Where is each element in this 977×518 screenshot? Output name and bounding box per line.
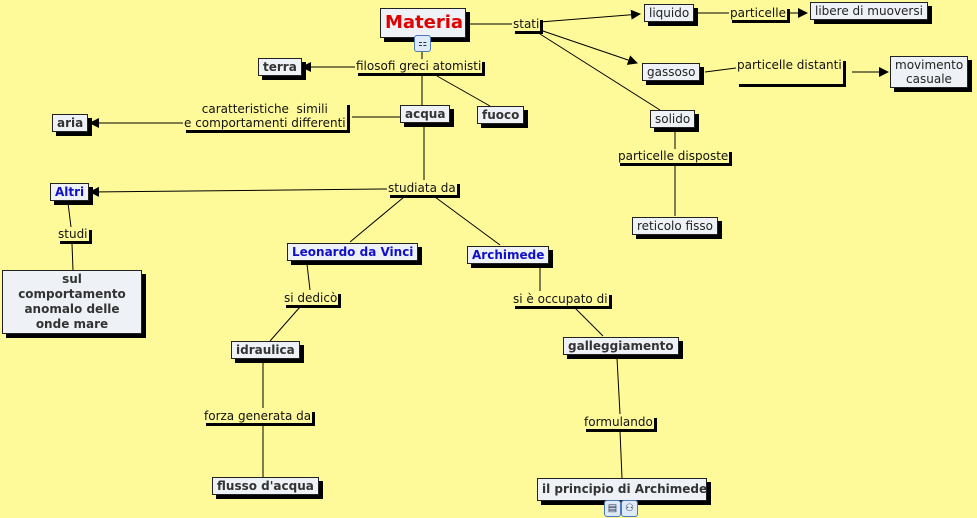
- concept-leonardo-da-vinci[interactable]: Leonardo da Vinci: [287, 243, 419, 261]
- concept-comportamento-onde[interactable]: sul comportamento anomalo delle onde mar…: [2, 270, 142, 334]
- link-particelle[interactable]: particelle: [729, 6, 787, 20]
- concept-movimento-casuale[interactable]: movimento casuale: [890, 56, 968, 88]
- concept-idraulica[interactable]: idraulica: [231, 341, 300, 359]
- concept-aria[interactable]: aria: [52, 114, 89, 132]
- concept-solido[interactable]: solido: [650, 110, 696, 128]
- link-filosofi-greci-atomisti[interactable]: filosofi greci atomisti: [355, 59, 483, 73]
- submap-icon[interactable]: ⚏: [414, 35, 431, 52]
- link-si-dedico[interactable]: si dedicò: [283, 291, 339, 305]
- concept-principio-di-archimede[interactable]: il principio di Archimede: [537, 478, 707, 501]
- concept-archimede[interactable]: Archimede: [467, 246, 550, 264]
- concept-galleggiamento[interactable]: galleggiamento: [563, 337, 679, 355]
- link-particelle-disposte[interactable]: particelle disposte: [617, 149, 730, 163]
- link-stati[interactable]: stati: [512, 17, 541, 31]
- concept-flusso-d-acqua[interactable]: flusso d'acqua: [212, 477, 319, 495]
- concept-gassoso[interactable]: gassoso: [642, 63, 701, 81]
- concept-altri[interactable]: Altri: [50, 183, 90, 201]
- document-icon[interactable]: ▤: [604, 500, 621, 517]
- link-line-1: caratteristiche simili: [201, 102, 328, 116]
- link-caratteristiche[interactable]: caratteristiche simili e comportamenti d…: [183, 102, 347, 130]
- concept-acqua[interactable]: acqua: [400, 105, 451, 123]
- concept-fuoco[interactable]: fuoco: [477, 106, 525, 124]
- concept-map-icon[interactable]: ⚇: [621, 500, 638, 517]
- concept-terra[interactable]: terra: [258, 58, 302, 76]
- link-particelle-distanti[interactable]: particelle distanti: [736, 58, 843, 84]
- link-studi[interactable]: studi: [57, 227, 89, 241]
- link-studiata-da[interactable]: studiata da: [387, 181, 457, 195]
- link-line-2: e comportamenti differenti: [184, 116, 346, 130]
- link-si-e-occupato-di[interactable]: si è occupato di: [512, 292, 609, 306]
- concept-reticolo-fisso[interactable]: reticolo fisso: [632, 217, 718, 235]
- link-forza-generata-da[interactable]: forza generata da: [203, 409, 313, 423]
- concept-libere-di-muoversi[interactable]: libere di muoversi: [810, 2, 928, 20]
- concept-materia[interactable]: Materia: [380, 8, 466, 38]
- link-formulando[interactable]: formulando: [583, 415, 654, 429]
- concept-liquido[interactable]: liquido: [644, 4, 695, 22]
